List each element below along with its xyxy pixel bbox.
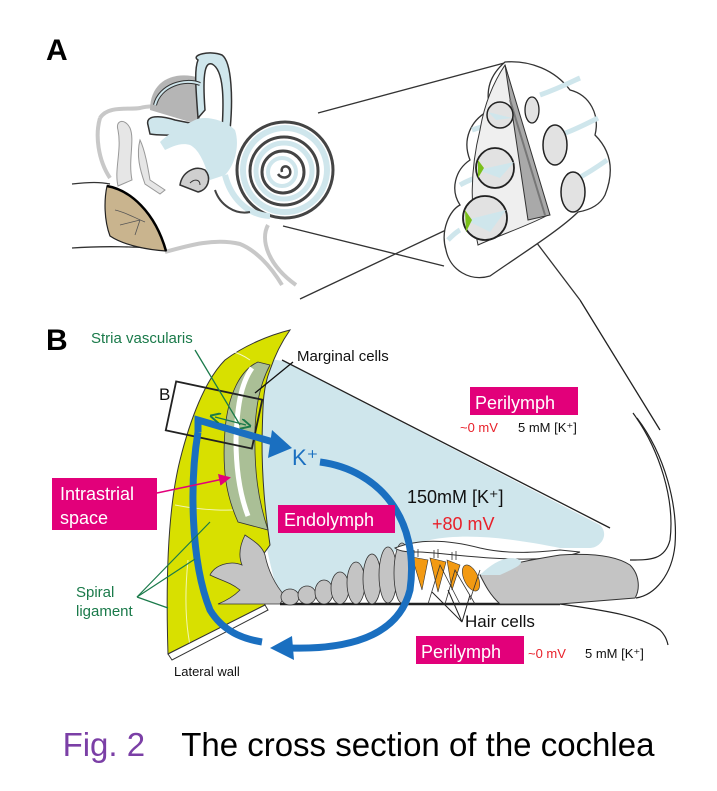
perilymph-lower-badge: Perilymph xyxy=(416,636,524,664)
marginal-cells-label: Marginal cells xyxy=(297,348,389,365)
perilymph-upper-label: Perilymph xyxy=(475,393,555,413)
panel-a-label: A xyxy=(46,34,68,67)
organ-of-corti-cells xyxy=(280,542,411,606)
perilymph-lower-label: Perilymph xyxy=(421,642,501,662)
cochlear-duct-turns xyxy=(462,96,586,241)
reissners-membrane xyxy=(281,359,611,529)
stria-width-arrow xyxy=(215,417,246,425)
endolymph-label: Endolymph xyxy=(284,510,374,530)
endolymph-potential: +80 mV xyxy=(432,514,495,534)
cochlea-inset xyxy=(443,61,611,279)
perilymph-lower-potential: ~0 mV xyxy=(528,646,566,661)
bony-labyrinth-lines xyxy=(559,299,677,646)
endolymph-badge: Endolymph xyxy=(278,505,395,533)
intrastrial-space-label-line2: space xyxy=(60,508,108,528)
hair-cells xyxy=(411,549,481,605)
spiral-ligament-leaders xyxy=(136,521,211,609)
temporal-bone-outline xyxy=(95,104,298,287)
eardrum xyxy=(104,184,168,252)
ossicles xyxy=(116,121,166,195)
figure-number: Fig. 2 xyxy=(62,726,146,763)
semicircular-canals xyxy=(146,52,237,180)
perilymph-lower-concentration: 5 mM [K⁺] xyxy=(585,646,644,661)
spiral-ligament-label-line2: ligament xyxy=(76,603,134,620)
spiral-ligament-label-line1: Spiral xyxy=(76,584,114,601)
lateral-wall-label: Lateral wall xyxy=(174,664,240,679)
figure-title: The cross section of the cochlea xyxy=(181,726,655,763)
panel-a: A xyxy=(46,34,611,301)
perilymph-upper-potential: ~0 mV xyxy=(460,420,498,435)
hair-cells-label: Hair cells xyxy=(465,612,535,631)
stria-vascularis-label: Stria vascularis xyxy=(91,330,193,347)
stria-vascularis xyxy=(223,361,271,531)
perilymph-upper-badge: Perilymph xyxy=(470,387,578,415)
perilymph-upper-concentration: 5 mM [K⁺] xyxy=(518,420,577,435)
panel-b: B xyxy=(46,299,677,679)
endolymph-concentration: 150mM [K⁺] xyxy=(407,487,504,507)
cochlea-spiral xyxy=(214,120,335,220)
k-plus-label: K⁺ xyxy=(292,445,318,470)
intrastrial-space-label-line1: Intrastrial xyxy=(60,484,134,504)
scala-media xyxy=(253,359,605,600)
intrastrial-space-badge: Intrastrial space xyxy=(52,478,157,530)
box-b-label: B xyxy=(159,385,170,404)
k-flow-arrows xyxy=(189,415,415,660)
spiral-prominence xyxy=(209,534,286,605)
figure-caption: Fig. 2 The cross section of the cochlea xyxy=(0,726,717,764)
stapes xyxy=(179,167,210,193)
spiral-limbus xyxy=(479,553,639,605)
panel-b-label: B xyxy=(46,324,68,357)
lateral-wall-base xyxy=(167,604,269,661)
